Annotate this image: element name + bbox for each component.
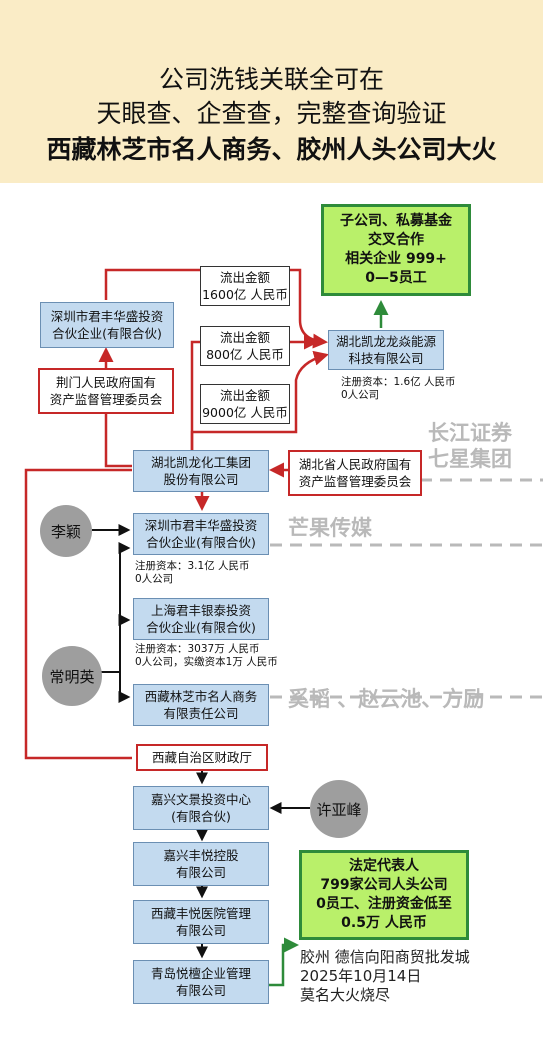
header-line-2: 天眼查、企查查，完整查询验证 bbox=[96, 99, 447, 128]
person-xu-yafeng: 许亚峰 bbox=[310, 780, 368, 838]
xizang-linzhi-box: 西藏林芝市名人商务 有限责任公司 bbox=[133, 684, 269, 726]
outflow-amount-1: 流出金额 1600亿 人民币 bbox=[200, 266, 290, 306]
label-changjiang-qixing: 长江证券 七星集团 bbox=[428, 421, 512, 471]
person-li-ying: 李颖 bbox=[40, 505, 92, 557]
legal-representative-summary: 法定代表人 799家公司人头公司 0员工、注册资金低至 0.5万 人民币 bbox=[299, 850, 469, 940]
header-line-3: 西藏林芝市名人商务、胶州人头公司大火 bbox=[46, 135, 497, 164]
subsidiary-fund-summary: 子公司、私募基金 交叉合作 相关企业 999+ 0—5员工 bbox=[321, 204, 471, 296]
outflow-amount-2: 流出金额 800亿 人民币 bbox=[200, 326, 290, 366]
hubei-province-sasac-box: 湖北省人民政府国有 资产监督管理委员会 bbox=[288, 450, 422, 496]
label-xitao: 奚韬 、赵云池、方励 bbox=[288, 687, 485, 711]
header-banner: 公司洗钱关联全可在 天眼查、企查查，完整查询验证 西藏林芝市名人商务、胶州人头公… bbox=[0, 0, 543, 183]
xizang-fengyue-hospital-box: 西藏丰悦医院管理 有限公司 bbox=[133, 900, 269, 944]
jiaxing-fengyue-box: 嘉兴丰悦控股 有限公司 bbox=[133, 842, 269, 886]
hubei-energy-note: 注册资本：1.6亿 人民币 0人公司 bbox=[341, 376, 456, 401]
shenzhen-junfeng-top-box: 深圳市君丰华盛投资 合伙企业(有限合伙) bbox=[40, 302, 174, 348]
jiaozhou-fire-note: 胶州 德信向阳商贸批发城 2025年10月14日 莫名大火烧尽 bbox=[300, 948, 470, 1004]
xizang-finance-box: 西藏自治区财政厅 bbox=[136, 744, 268, 771]
shenzhen-junfeng-mid-box: 深圳市君丰华盛投资 合伙企业(有限合伙) bbox=[133, 513, 269, 555]
header-line-1: 公司洗钱关联全可在 bbox=[158, 65, 384, 94]
shenzhen-mid-note: 注册资本：3.1亿 人民币 0人公司 bbox=[135, 560, 250, 585]
hubei-kailong-group-box: 湖北凯龙化工集团 股份有限公司 bbox=[133, 450, 269, 492]
qingdao-yuetan-box: 青岛悦檀企业管理 有限公司 bbox=[133, 960, 269, 1004]
shanghai-note: 注册资本：3037万 人民币 0人公司，实缴资本1万 人民币 bbox=[135, 643, 278, 668]
hubei-kailong-energy-box: 湖北凯龙龙焱能源 科技有限公司 bbox=[328, 330, 444, 370]
jingmen-sasac-box: 荆门人民政府国有 资产监督管理委员会 bbox=[38, 368, 174, 414]
jiaxing-wenjing-box: 嘉兴文景投资中心 (有限合伙) bbox=[133, 786, 269, 830]
shanghai-junfeng-box: 上海君丰银泰投资 合伙企业(有限合伙) bbox=[133, 598, 269, 640]
person-chang-mingying: 常明英 bbox=[42, 646, 102, 706]
outflow-amount-3: 流出金额 9000亿 人民币 bbox=[200, 384, 290, 424]
label-mangguo: 芒果传媒 bbox=[288, 516, 372, 540]
